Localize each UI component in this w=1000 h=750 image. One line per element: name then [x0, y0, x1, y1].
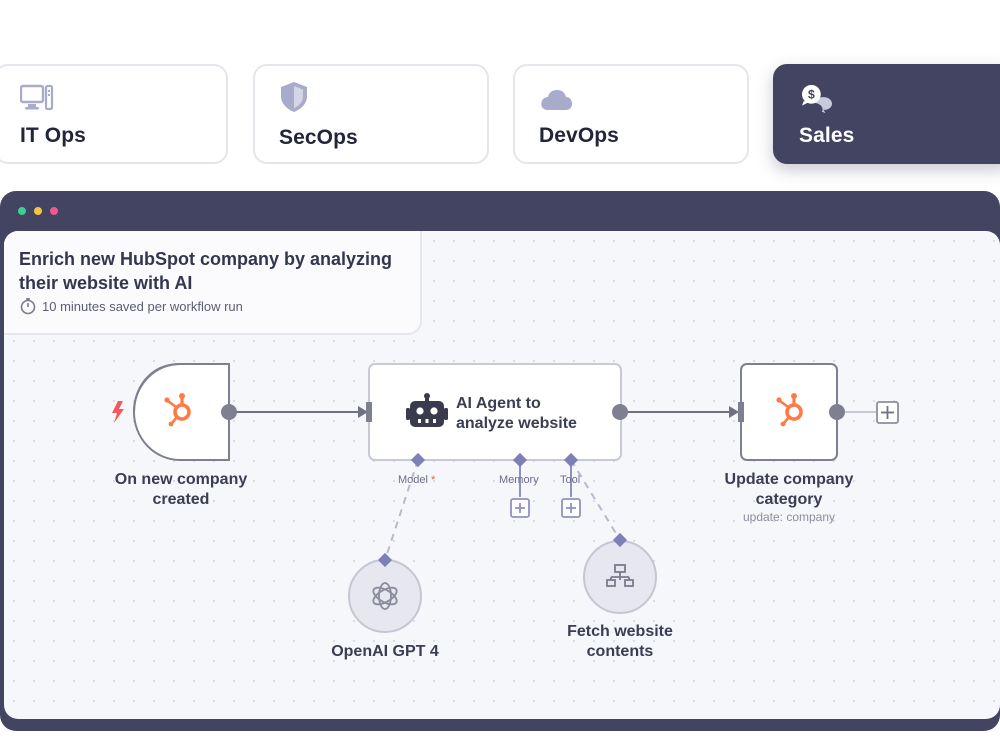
window-dot-green [18, 207, 26, 215]
workflow-canvas[interactable]: Enrich new HubSpot company by analyzing … [4, 231, 1000, 719]
model-port-label: Model * [398, 474, 436, 486]
window-dot-yellow [34, 207, 42, 215]
tab-it-ops[interactable]: IT Ops [0, 64, 228, 164]
tab-label: Sales [799, 124, 855, 147]
model-node-label: OpenAI GPT 4 [331, 643, 439, 660]
memory-port-label: Memory [499, 474, 539, 486]
tab-label: IT Ops [20, 124, 86, 147]
update-node-subtitle: update: company [742, 510, 836, 524]
time-saved: 10 minutes saved per workflow run [42, 299, 243, 314]
tab-devops[interactable]: DevOps [513, 64, 749, 164]
tab-secops[interactable]: SecOps [253, 64, 489, 164]
tab-sales[interactable]: $ Sales [773, 64, 1000, 164]
workflow-info-card: Enrich new HubSpot company by analyzing … [4, 231, 422, 335]
chat-dollar-icon: $ [802, 84, 832, 114]
agent-node-label: AI Agent to analyze website [456, 395, 577, 432]
workflow-window: Enrich new HubSpot company by analyzing … [0, 191, 1000, 731]
update-node-label: Update company category [724, 471, 854, 508]
window-dot-red [50, 207, 58, 215]
monitor-icon [20, 84, 54, 111]
tab-label: SecOps [279, 126, 358, 149]
workflow-title: Enrich new HubSpot company by analyzing … [19, 249, 393, 293]
tab-label: DevOps [539, 124, 619, 147]
shield-icon [281, 82, 307, 112]
svg-text:$: $ [808, 88, 815, 102]
tool-node-label: Fetch website contents [567, 623, 673, 660]
trigger-node-label: On new company created [114, 471, 248, 508]
cloud-icon [541, 90, 572, 110]
timer-icon [20, 298, 36, 315]
tool-port-label: Tool [560, 474, 581, 486]
